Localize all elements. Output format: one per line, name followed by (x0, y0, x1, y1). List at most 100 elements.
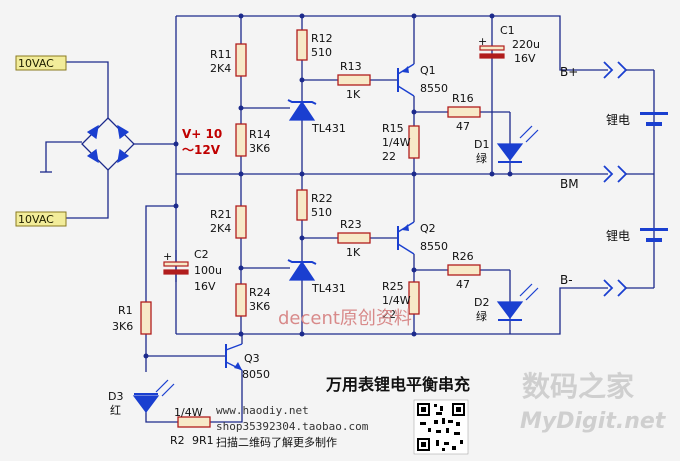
r11-name: R11 (210, 48, 232, 61)
r12-name: R12 (311, 32, 333, 45)
r21-body (235, 205, 247, 239)
wire-ac-bottom (66, 170, 109, 219)
ac-input-top: 10VAC (15, 55, 67, 71)
r15-body (408, 125, 420, 159)
r16-value: 47 (456, 120, 470, 133)
r2-body (177, 416, 211, 428)
d1-name: D1 (474, 138, 489, 151)
r15-power: 1/4W (382, 136, 411, 149)
r16-name: R16 (452, 92, 474, 105)
ac-input-bottom: 10VAC (15, 211, 67, 227)
qr-code (413, 399, 469, 455)
r2-name: R2 (170, 434, 185, 447)
c1-voltage: 16V (514, 52, 536, 65)
junctions (143, 13, 513, 359)
watermark-site-cn: 数码之家 (522, 370, 634, 403)
r21-name: R21 (210, 208, 232, 221)
q3-name: Q3 (244, 352, 260, 365)
q1-type: 8550 (420, 82, 448, 95)
r22-value: 510 (311, 206, 332, 219)
c1-plus: + (478, 35, 487, 48)
c2-name: C2 (194, 248, 209, 261)
rail-top (176, 15, 608, 71)
r12-value: 510 (311, 46, 332, 59)
r26-value: 47 (456, 278, 470, 291)
r16-body (447, 106, 481, 118)
bridge-diode-1 (86, 124, 99, 140)
c2-plus: + (163, 250, 172, 263)
watermark-shop: shop35392304.taobao.com (216, 420, 369, 433)
wire-bridge-neg (45, 141, 82, 172)
supply-label-2: ～12V (182, 143, 221, 157)
d3-name: D3 (108, 390, 123, 403)
led-d3 (132, 379, 175, 413)
r24-value: 3K6 (249, 300, 270, 313)
watermark-site-en: MyDigit.net (520, 409, 667, 434)
rail-bottom (176, 287, 608, 335)
resistors (140, 29, 481, 428)
r23-value: 1K (346, 246, 361, 259)
d3-color: 红 (110, 404, 121, 417)
watermark-decent: decent原创资料 (278, 308, 412, 329)
r2-power: 1/4W (174, 406, 203, 419)
u2-name: TL431 (311, 282, 346, 295)
r24-name: R24 (249, 286, 271, 299)
svg-text:10VAC: 10VAC (18, 213, 54, 226)
tl431-u1 (287, 99, 317, 121)
d2-color: 绿 (476, 309, 487, 323)
c2-voltage: 16V (194, 280, 216, 293)
q2-name: Q2 (420, 222, 436, 235)
r2-value: 9R1 (192, 434, 214, 447)
transistor-q1 (397, 63, 415, 97)
q2-type: 8550 (420, 240, 448, 253)
battery-cell-2-label: 锂电 (606, 228, 630, 243)
output-bplus: B+ (560, 65, 578, 79)
r25-value: 22 (382, 308, 396, 321)
r1-value: 3K6 (112, 320, 133, 333)
d2-name: D2 (474, 296, 489, 309)
output-bminus: B- (560, 273, 573, 287)
r23-name: R23 (340, 218, 362, 231)
r25-name: R25 (382, 280, 404, 293)
output-bm: BM (560, 177, 579, 191)
r1-body (140, 301, 152, 335)
bridge-diode-2 (117, 124, 130, 140)
battery-cell-1-label: 锂电 (606, 112, 630, 127)
d1-color: 绿 (476, 151, 487, 165)
r26-body (447, 264, 481, 276)
bridge-diode-3 (86, 148, 99, 164)
u1-name: TL431 (311, 122, 346, 135)
battery-leads (626, 69, 654, 289)
r22-body (296, 189, 308, 221)
r14-name: R14 (249, 128, 271, 141)
capacitor-c1 (479, 45, 505, 59)
r13-body (337, 74, 371, 86)
led-d1 (496, 125, 539, 163)
diagram-title: 万用表锂电平衡串充 (325, 375, 470, 394)
r15-value: 22 (382, 150, 396, 163)
led-d2 (496, 283, 539, 321)
r15-name: R15 (382, 122, 404, 135)
transistor-q3 (225, 343, 243, 371)
r14-value: 3K6 (249, 142, 270, 155)
r26-name: R26 (452, 250, 474, 263)
transistor-q2 (397, 221, 415, 255)
supply-label-1: V+ 10 (182, 127, 222, 141)
r14-body (235, 123, 247, 157)
r24-body (235, 283, 247, 317)
r23-body (337, 232, 371, 244)
output-connectors (603, 61, 628, 297)
svg-text:10VAC: 10VAC (18, 57, 54, 70)
r12-body (296, 29, 308, 61)
r25-power: 1/4W (382, 294, 411, 307)
watermark-scan: 扫描二维码了解更多制作 (216, 435, 337, 449)
capacitor-c2 (163, 261, 189, 275)
c1-value: 220u (512, 38, 540, 51)
c2-value: 100u (194, 264, 222, 277)
battery-cells (640, 112, 668, 242)
wire-ac-top (66, 61, 109, 118)
watermark-url: www.haodiy.net (216, 404, 309, 417)
q1-name: Q1 (420, 64, 436, 77)
